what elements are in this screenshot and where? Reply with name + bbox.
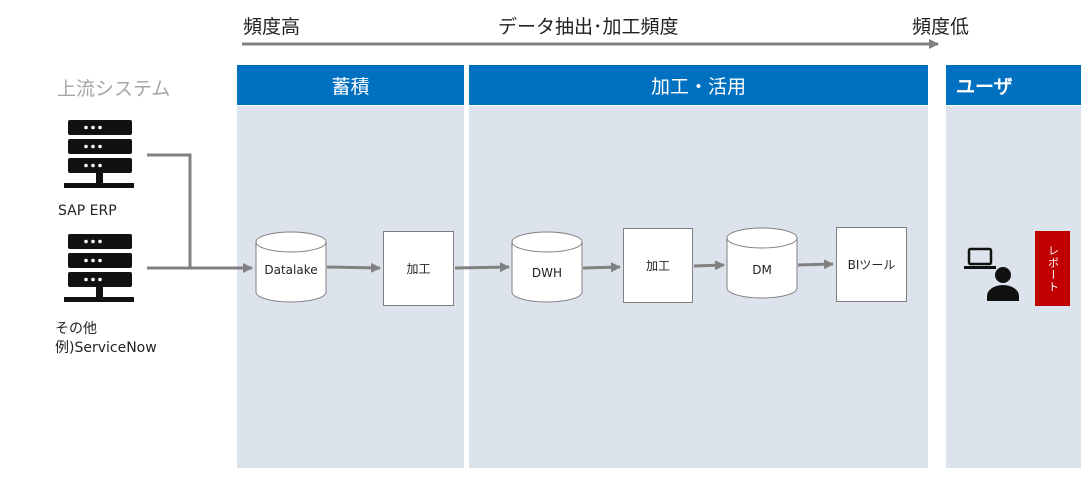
accumulation-header: 蓄積	[237, 65, 464, 105]
datalake-cylinder	[255, 231, 327, 303]
laptop-icon	[964, 247, 996, 269]
processing-header: 加工・活用	[469, 65, 928, 105]
server-icon	[64, 234, 134, 302]
frequency-title: データ抽出･加工頻度	[498, 16, 679, 38]
dwh-to-process-arrow	[582, 262, 621, 273]
upstream-systems-title: 上流システム	[57, 78, 171, 100]
dm-to-bi-arrow	[797, 259, 834, 270]
server-icon	[64, 120, 134, 188]
frequency-low-label: 頻度低	[912, 16, 970, 38]
dm-label: DM	[752, 263, 772, 277]
datalake-to-process-arrow	[326, 262, 381, 273]
other-systems-line1: その他	[55, 321, 97, 337]
other-systems-label: その他 例)ServiceNow	[55, 320, 157, 358]
person-icon	[987, 267, 1019, 301]
user-header: ユーザ	[946, 65, 1081, 105]
datalake-label: Datalake	[264, 263, 318, 277]
frequency-high-label: 頻度高	[243, 16, 301, 38]
process-box-1: 加工	[383, 231, 454, 306]
process-box-2: 加工	[623, 228, 693, 303]
bi-tool-box: BIツール	[836, 227, 907, 302]
sap-erp-label: SAP ERP	[58, 203, 117, 219]
dm-cylinder	[726, 227, 798, 299]
dwh-label: DWH	[531, 266, 563, 280]
report-box: レポート	[1035, 231, 1070, 306]
dwh-cylinder	[511, 231, 583, 303]
process-to-dm-arrow	[693, 260, 725, 271]
sap-connector	[147, 153, 192, 268]
process-to-dwh-arrow	[454, 262, 510, 273]
other-systems-line2: 例)ServiceNow	[55, 340, 157, 356]
